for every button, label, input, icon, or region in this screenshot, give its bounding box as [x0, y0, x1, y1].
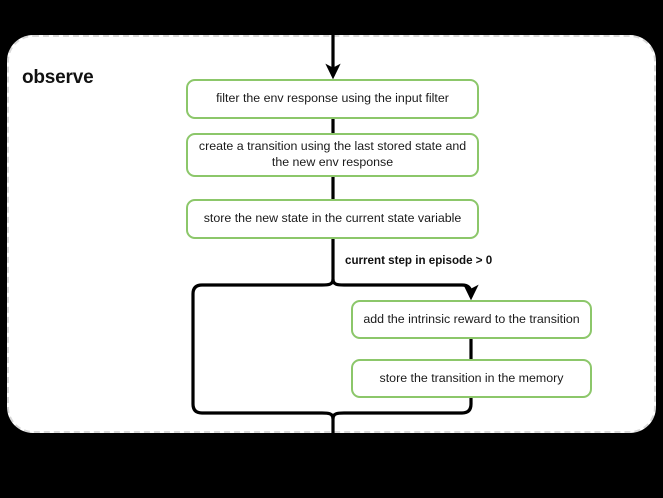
node-store-transition-memory[interactable]: store the transition in the memory [351, 359, 592, 398]
node-filter-env-response[interactable]: filter the env response using the input … [186, 79, 479, 119]
edge-condition-label: current step in episode > 0 [345, 254, 493, 267]
node-store-new-state[interactable]: store the new state in the current state… [186, 199, 479, 239]
node-create-transition[interactable]: create a transition using the last store… [186, 133, 479, 177]
group-title: observe [22, 67, 94, 88]
node-add-intrinsic-reward[interactable]: add the intrinsic reward to the transiti… [351, 300, 592, 339]
